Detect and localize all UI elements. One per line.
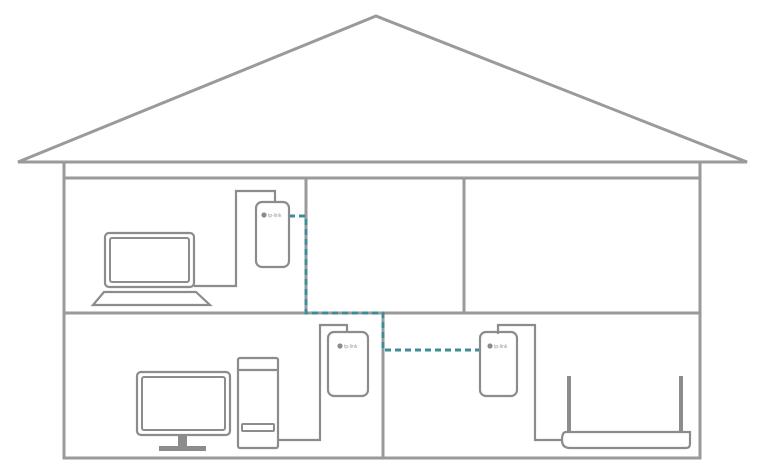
powerline-connection	[289, 214, 480, 352]
adapter-brand-label: tp-link	[268, 213, 282, 219]
roof	[17, 14, 748, 164]
router-icon	[560, 376, 692, 450]
adapter-brand-label: tp-link	[494, 344, 508, 350]
powerline-dashed-link	[289, 214, 480, 352]
pc-cable	[278, 323, 349, 442]
pc-tower-icon	[236, 356, 280, 450]
eave-left	[18, 160, 66, 178]
powerline-adapter-icon: tp-link	[478, 330, 519, 398]
laptop-cable	[194, 189, 277, 288]
powerline-adapter-icon: tp-link	[254, 200, 291, 269]
powerline-adapter-icon: tp-link	[326, 330, 370, 398]
eave-right	[698, 160, 747, 178]
desktop-monitor-icon	[135, 370, 232, 451]
house-outline	[17, 14, 748, 460]
laptop-icon	[90, 231, 213, 307]
adapter-brand-label: tp-link	[344, 344, 358, 350]
router-cable	[496, 323, 563, 442]
